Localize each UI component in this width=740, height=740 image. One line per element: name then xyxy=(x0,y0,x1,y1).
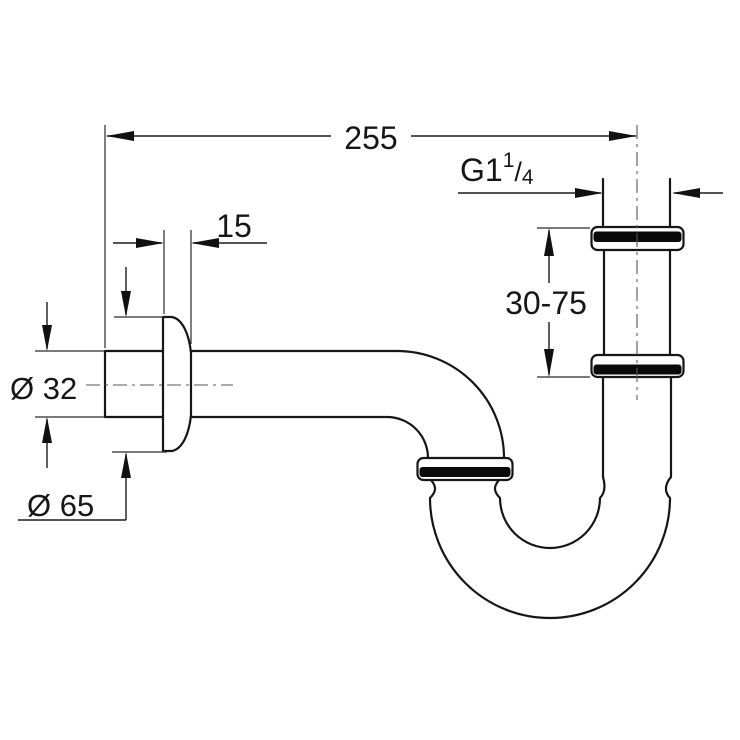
dimension-label-d32: Ø 32 xyxy=(10,371,77,406)
arrowhead-left xyxy=(106,131,134,141)
dimension-label-g114: G11/4 xyxy=(460,149,534,189)
dimension-label-d65: Ø 65 xyxy=(27,488,94,523)
dimension-overall-length: 255 xyxy=(104,120,637,348)
wall-pipe-stub xyxy=(103,349,165,419)
arrowhead-up xyxy=(544,228,554,256)
inlet-pipe-bottom-edge xyxy=(189,415,430,460)
arrowhead-right xyxy=(609,131,637,141)
dimension-pipe-diameter: Ø 32 xyxy=(10,302,104,468)
dimension-flange-diameter: Ø 65 xyxy=(18,267,167,523)
dimension-label-255: 255 xyxy=(344,120,397,156)
arrowhead-down xyxy=(544,349,554,377)
union-nut-elbow xyxy=(416,456,514,482)
u-bend-outer-edge xyxy=(428,376,673,620)
inlet-pipe-top-edge xyxy=(189,349,506,460)
dimension-label-30-75: 30-75 xyxy=(505,285,587,321)
dimension-flange-depth: 15 xyxy=(113,208,267,344)
dimension-label-15: 15 xyxy=(216,208,252,244)
wall-flange xyxy=(161,315,193,453)
dimension-adjustment-range: 30-75 xyxy=(505,227,590,378)
trap-body xyxy=(103,177,685,620)
u-bend-inner-edge xyxy=(493,376,606,550)
dimension-thread-size: G11/4 xyxy=(458,149,723,198)
